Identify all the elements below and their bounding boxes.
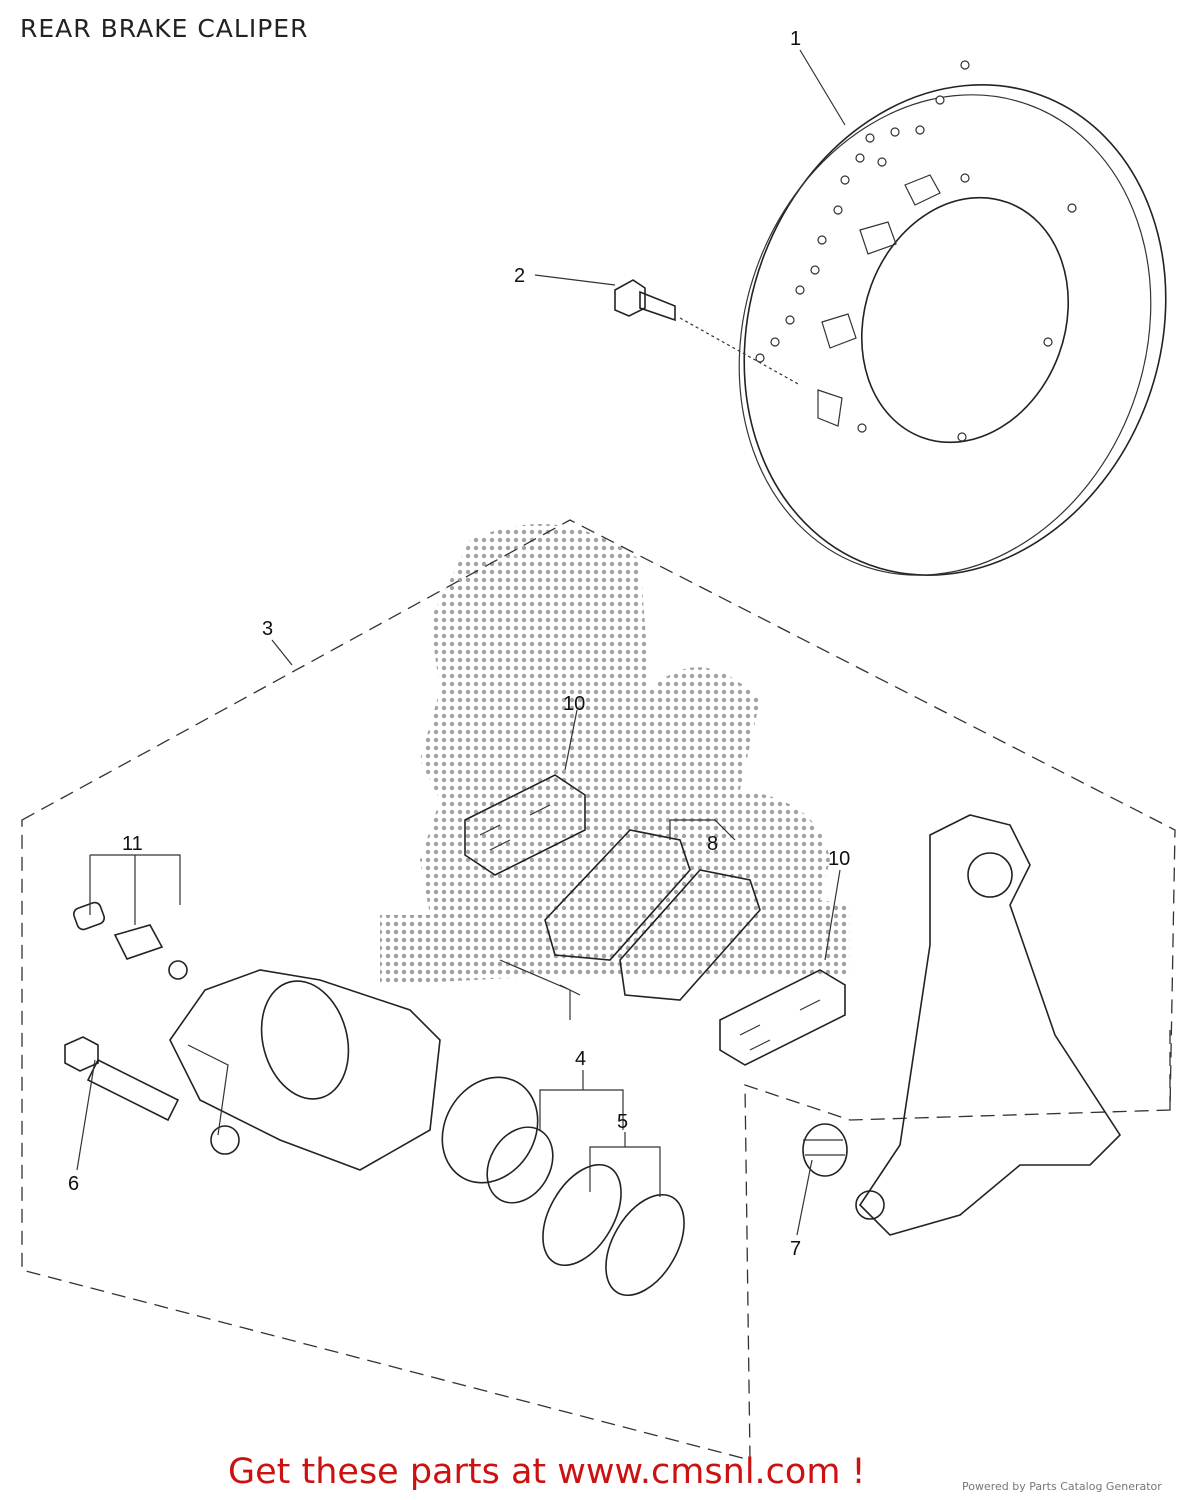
piston-part[interactable] (424, 1060, 566, 1215)
bleed-screw-part[interactable] (72, 901, 188, 980)
callout-4[interactable]: 4 (575, 1048, 586, 1070)
callout-1[interactable]: 1 (790, 28, 801, 50)
callout-11[interactable]: 11 (122, 833, 143, 855)
caliper-bracket-part[interactable] (855, 814, 1122, 1236)
page-title: REAR BRAKE CALIPER (20, 14, 309, 43)
callout-10-lower[interactable]: 10 (828, 848, 850, 870)
callout-3[interactable]: 3 (262, 618, 273, 640)
callout-7[interactable]: 7 (790, 1238, 801, 1260)
callout-5[interactable]: 5 (617, 1111, 628, 1133)
brake-disc-part[interactable] (673, 25, 1189, 635)
brake-pad-part[interactable] (499, 829, 761, 1020)
callout-6[interactable]: 6 (68, 1173, 79, 1195)
callout-10-upper[interactable]: 10 (563, 693, 585, 715)
piston-seal-part[interactable] (527, 1151, 700, 1308)
pad-shim-part[interactable] (464, 774, 846, 1066)
caliper-body-part[interactable] (169, 969, 441, 1171)
leader-lines (76, 49, 846, 1236)
powered-by-text: Powered by Parts Catalog Generator (962, 1480, 1162, 1493)
slide-pin-part[interactable] (64, 1036, 180, 1122)
caliper-assembly-outline (21, 519, 1176, 1461)
watermark-logo (380, 524, 850, 985)
callout-8[interactable]: 8 (707, 833, 718, 855)
cmsnl-link[interactable]: Get these parts at www.cmsnl.com ! (228, 1452, 866, 1492)
caliper-boot-part[interactable] (802, 1123, 848, 1177)
callout-2[interactable]: 2 (514, 265, 525, 287)
disc-bolt-part[interactable] (614, 279, 801, 386)
